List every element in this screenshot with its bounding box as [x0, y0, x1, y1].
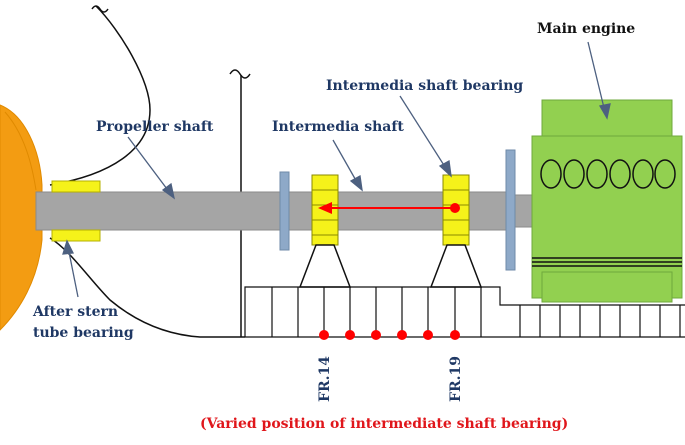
frame-dot	[397, 330, 407, 340]
label-intermedia-shaft: Intermedia shaft	[272, 119, 404, 135]
label-intermedia-shaft-bearing: Intermedia shaft bearing	[326, 78, 524, 94]
intermediate-bearing-fr14	[298, 174, 352, 288]
label-fr14: FR.14	[317, 356, 333, 402]
frame-dot	[345, 330, 355, 340]
frame-position-dots	[319, 330, 460, 340]
flange-left	[279, 171, 290, 251]
frame-dot	[423, 330, 433, 340]
propeller-shaft	[35, 191, 287, 231]
frame-floor	[244, 286, 685, 338]
frame-dot	[371, 330, 381, 340]
hull-curve	[49, 5, 245, 338]
stern-tube-bearing-top	[51, 180, 101, 193]
propeller	[0, 104, 43, 331]
break-mark	[229, 69, 251, 79]
flange-right	[505, 149, 516, 271]
pointer-arrows	[62, 41, 611, 298]
label-main-engine: Main engine	[537, 21, 636, 37]
stern-tube-bearing-bottom	[51, 229, 101, 242]
hull-break-mark-left	[91, 5, 109, 13]
label-after-stern-2: tube bearing	[33, 325, 134, 341]
label-fr19: FR.19	[448, 356, 464, 402]
bearing-shift-origin-dot	[450, 203, 460, 213]
frame-dot	[450, 330, 460, 340]
diagram-caption: (Varied position of intermediate shaft b…	[200, 416, 569, 432]
label-after-stern-1: After stern	[33, 304, 119, 320]
frame-dot	[319, 330, 329, 340]
bearing-shift-arrowhead	[318, 202, 332, 214]
label-propeller-shaft: Propeller shaft	[96, 119, 214, 135]
propeller-blade-upper	[4, 111, 37, 191]
main-engine	[531, 99, 683, 303]
